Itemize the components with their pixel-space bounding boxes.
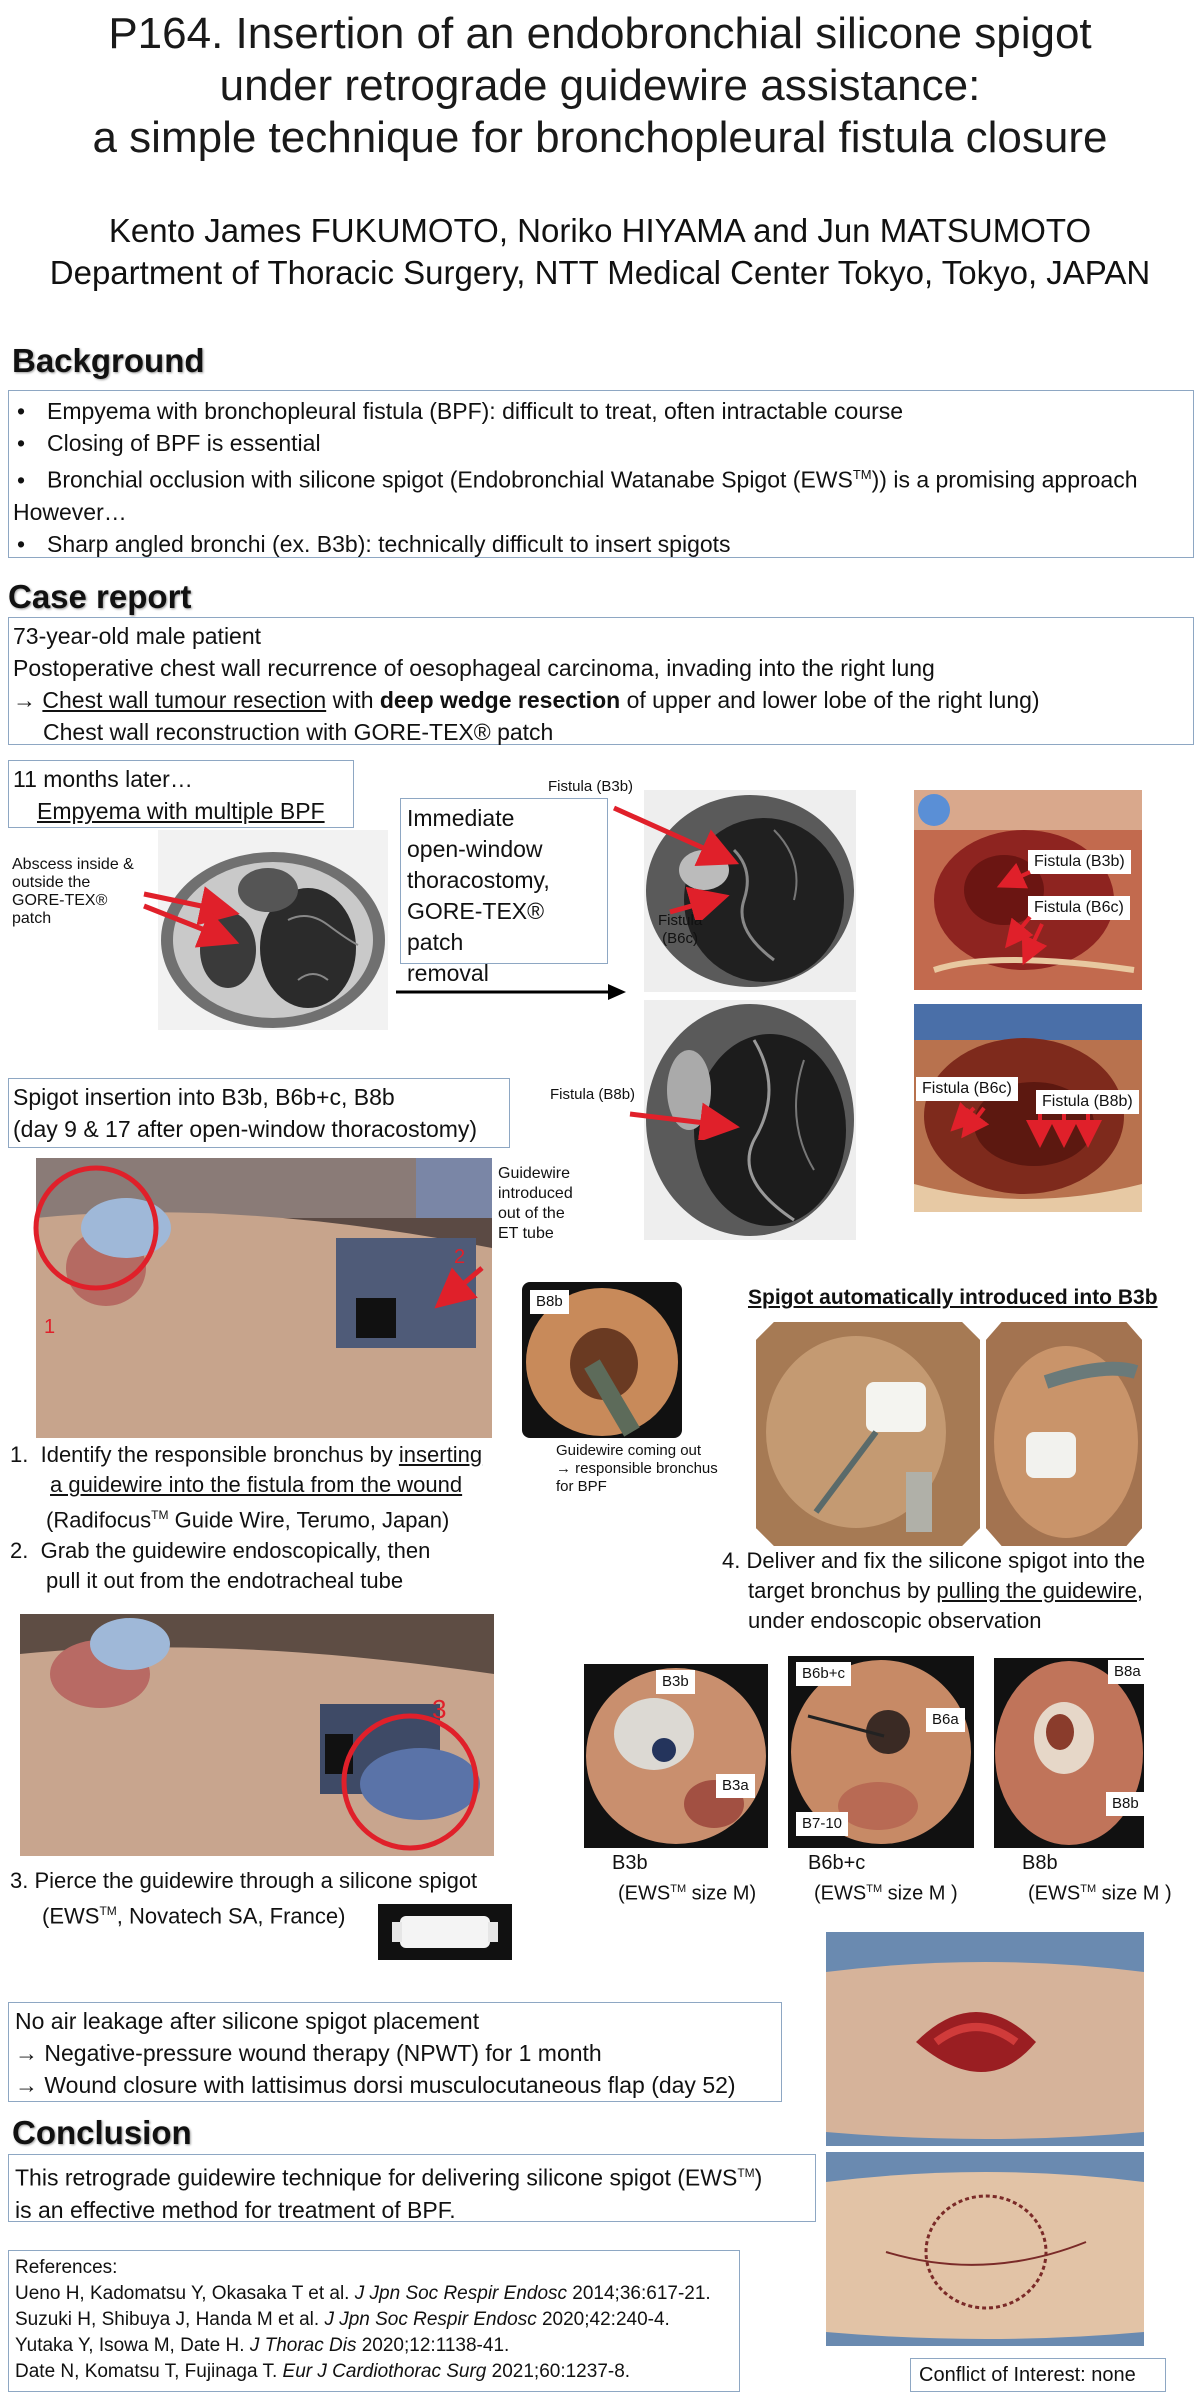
endo-tag-b3b: B3b — [656, 1670, 695, 1694]
endo-tag-b3a: B3a — [716, 1774, 755, 1798]
auto-heading: Spigot automatically introduced into B3b — [748, 1286, 1158, 1309]
immediate-line-2: open-window — [407, 836, 543, 862]
guidewire-out-note: Guidewire coming out → responsible bronc… — [556, 1442, 718, 1495]
endoscopy-auto-2 — [986, 1322, 1142, 1546]
background-bullet-2: Closing of BPF is essential — [11, 427, 1191, 459]
endo-tag-b710: B7-10 — [796, 1812, 849, 1836]
case-line-4: Chest wall reconstruction with GORE-TEX®… — [43, 719, 554, 745]
photo-tag-fistula-b6c-2: Fistula (B6c) — [916, 1077, 1018, 1101]
ct-arrows-upper — [612, 805, 740, 920]
step-3: 3. Pierce the guidewire through a silico… — [10, 1868, 478, 1929]
poster-title: P164. Insertion of an endobronchial sili… — [0, 8, 1200, 164]
affiliation: Department of Thoracic Surgery, NTT Medi… — [49, 254, 1151, 291]
later-line-1: 11 months later… — [13, 766, 193, 792]
immediate-line-4: GORE-TEX® patch — [407, 898, 545, 955]
procedure-photo-step1 — [36, 1158, 492, 1438]
spigot-insertion-box: Spigot insertion into B3b, B6b+c, B8b (d… — [8, 1078, 510, 1148]
reference-4: Date N, Komatsu T, Fujinaga T. Eur J Car… — [15, 2361, 631, 2382]
title-line-1: P164. Insertion of an endobronchial sili… — [108, 9, 1092, 58]
endo-caption-b8b: B8b (EWSTM size M ) — [1022, 1852, 1172, 1905]
endoscopy-result-b3b — [584, 1664, 768, 1848]
spigot-insertion-line-2: (day 9 & 17 after open-window thoracosto… — [13, 1116, 478, 1142]
title-line-3: a simple technique for bronchopleural fi… — [92, 113, 1108, 162]
guidewire-note: Guidewire introduced out of the ET tube — [498, 1165, 573, 1242]
marker-number-2: 2 — [454, 1246, 466, 1268]
photo-tag-fistula-b8b: Fistula (B8b) — [1036, 1090, 1139, 1114]
abscess-arrows — [143, 886, 240, 948]
background-bullet-1: Empyema with bronchopleural fistula (BPF… — [11, 395, 1191, 427]
case-line-3: → Chest wall tumour resection with deep … — [13, 687, 1040, 713]
photo-flap-closure — [826, 2152, 1144, 2346]
step-1: 1. Identify the responsible bronchus by … — [10, 1442, 483, 1533]
conclusion-line-1: This retrograde guidewire technique for … — [15, 2164, 763, 2191]
reference-1: Ueno H, Kadomatsu Y, Okasaka T et al. J … — [15, 2283, 711, 2304]
photo-npwt — [826, 1932, 1144, 2146]
conclusion-box: This retrograde guidewire technique for … — [8, 2154, 816, 2223]
endo-tag-b8b: B8b — [1106, 1792, 1145, 1816]
later-box: 11 months later… Empyema with multiple B… — [8, 760, 354, 828]
marker-circle-3 — [341, 1713, 479, 1851]
background-bullet-3: Bronchial occlusion with silicone spigot… — [11, 459, 1191, 496]
marker-circle-1 — [33, 1165, 159, 1291]
immediate-line-3: thoracostomy, — [407, 867, 550, 893]
marker-number-1: 1 — [44, 1316, 56, 1338]
immediate-line-5: removal — [407, 960, 489, 986]
reference-2: Suzuki H, Shibuya J, Handa M et al. J Jp… — [15, 2309, 670, 2330]
conclusion-line-2: is an effective method for treatment of … — [15, 2196, 456, 2223]
endoscopy-result-b6bc — [788, 1656, 974, 1848]
timeline-arrow — [396, 984, 626, 1000]
authors-block: Kento James FUKUMOTO, Noriko HIYAMA and … — [0, 210, 1200, 294]
endo-tag-b6bc: B6b+c — [796, 1662, 851, 1686]
case-report-heading: Case report — [8, 578, 192, 615]
outcome-line-1: No air leakage after silicone spigot pla… — [15, 2008, 480, 2034]
surgical-photo-upper — [914, 790, 1142, 990]
endoscopy-auto-1 — [756, 1322, 980, 1546]
endo-tag-b6a: B6a — [926, 1708, 965, 1732]
author-names: Kento James FUKUMOTO, Noriko HIYAMA and … — [108, 212, 1092, 249]
background-bullet-4: Sharp angled bronchi (ex. B3b): technica… — [11, 528, 1191, 560]
immediate-box: Immediate open-window thoracostomy, GORE… — [400, 798, 608, 986]
background-heading: Background — [12, 342, 205, 379]
background-however: However… — [13, 498, 127, 525]
conclusion-heading: Conclusion — [12, 2114, 192, 2151]
immediate-line-1: Immediate — [407, 805, 515, 831]
photo-tag-fistula-b6c: Fistula (B6c) — [1028, 896, 1130, 920]
references-heading: References: — [15, 2257, 118, 2278]
spigot-photo — [378, 1904, 512, 1960]
outcome-line-3: → Wound closure with lattisimus dorsi mu… — [15, 2072, 736, 2098]
endoscopy-result-b8b — [994, 1658, 1144, 1848]
abscess-label: Abscess inside & outside the GORE-TEX® p… — [12, 856, 134, 927]
procedure-photo-step3 — [20, 1614, 494, 1856]
case-box: 73-year-old male patient Postoperative c… — [8, 617, 1194, 745]
outcome-box: No air leakage after silicone spigot pla… — [8, 2002, 782, 2102]
ct-label-fistula-b8b: Fistula (B8b) — [550, 1086, 636, 1103]
endoscopy-tag-b8b: B8b — [530, 1290, 569, 1314]
endo-caption-b6bc: B6b+c (EWSTM size M ) — [808, 1852, 958, 1905]
endo-tag-b8a: B8a — [1108, 1660, 1147, 1684]
step-4: 4. Deliver and fix the silicone spigot i… — [722, 1548, 1146, 1633]
spigot-insertion-line-1: Spigot insertion into B3b, B6b+c, B8b — [13, 1084, 395, 1110]
title-line-2: under retrograde guidewire assistance: — [219, 61, 981, 110]
guidewire-arrow — [434, 1266, 484, 1309]
photo-tag-fistula-b3b: Fistula (B3b) — [1028, 850, 1131, 874]
step-2: 2. Grab the guidewire endoscopically, th… — [10, 1538, 431, 1593]
surgical-arrows-upper — [996, 862, 1048, 966]
ct-arrow-b8b — [629, 1102, 740, 1140]
case-line-2: Postoperative chest wall recurrence of o… — [13, 655, 935, 681]
ct-label-fistula-b3b: Fistula (B3b) — [548, 778, 634, 795]
marker-number-3: 3 — [432, 1694, 447, 1724]
later-line-2: Empyema with multiple BPF — [37, 798, 325, 824]
references-box: References: Ueno H, Kadomatsu Y, Okasaka… — [8, 2250, 740, 2392]
conflict-of-interest: Conflict of Interest: none — [910, 2358, 1166, 2392]
reference-3: Yutaka Y, Isowa M, Date H. J Thorac Dis … — [15, 2335, 510, 2356]
endo-caption-b3b: B3b (EWSTM size M) — [612, 1852, 757, 1905]
case-line-1: 73-year-old male patient — [13, 623, 262, 649]
surgical-arrows-lower — [950, 1101, 1102, 1148]
endoscopy-b8b — [522, 1282, 682, 1438]
background-box: Empyema with bronchopleural fistula (BPF… — [8, 390, 1194, 558]
outcome-line-2: → Negative-pressure wound therapy (NPWT)… — [15, 2040, 602, 2066]
